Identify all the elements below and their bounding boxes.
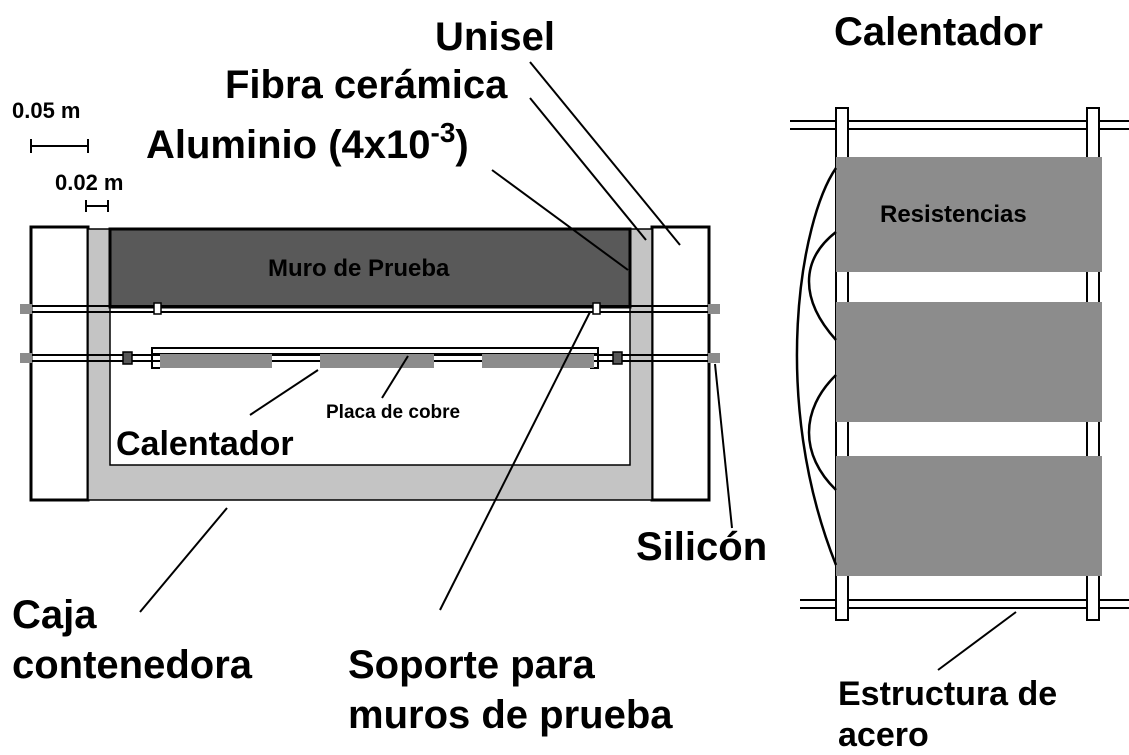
unisel-block-left bbox=[29, 225, 90, 502]
label-aluminio-prefix: Aluminio ( bbox=[146, 123, 342, 167]
label-calentador-title: Calentador bbox=[834, 10, 1043, 54]
rod-end-right-lower bbox=[708, 353, 720, 363]
rod-clip-left-upper bbox=[153, 302, 162, 315]
leader-soporte bbox=[439, 311, 591, 611]
rod-end-left-upper bbox=[20, 304, 32, 314]
leader-placa bbox=[381, 355, 409, 399]
heater-resistor-2 bbox=[320, 354, 434, 368]
rod-end-right-upper bbox=[708, 304, 720, 314]
leader-aluminio bbox=[491, 169, 629, 271]
label-aluminio-base: 4x10 bbox=[342, 123, 431, 167]
label-aluminio-exp: -3 bbox=[431, 117, 456, 148]
rod-clip-right-upper bbox=[592, 302, 601, 315]
label-muro: Muro de Prueba bbox=[268, 255, 450, 282]
label-estructura-line1: Estructura de bbox=[838, 675, 1057, 713]
label-placa: Placa de cobre bbox=[326, 402, 460, 423]
rod-end-left-lower bbox=[20, 353, 32, 363]
rod-clip-right-lower bbox=[612, 351, 623, 365]
heater-resistor-1 bbox=[160, 354, 272, 368]
leader-silicon bbox=[714, 363, 733, 529]
heater-wiring bbox=[795, 167, 838, 566]
label-calentador-left: Calentador bbox=[116, 425, 294, 463]
label-soporte-line2: muros de prueba bbox=[348, 693, 673, 737]
label-caja-line2: contenedora bbox=[12, 643, 253, 687]
label-aluminio: Aluminio (4x10-3) bbox=[146, 117, 469, 167]
unisel-block-right bbox=[650, 225, 711, 502]
leader-caja bbox=[139, 507, 228, 613]
label-silicon: Silicón bbox=[636, 525, 767, 569]
leader-calentador bbox=[249, 369, 319, 416]
scale-bars bbox=[30, 139, 109, 212]
resistor-block-2 bbox=[836, 302, 1102, 422]
label-scale-small: 0.02 m bbox=[55, 170, 124, 195]
rod-clip-left-lower bbox=[122, 351, 133, 365]
leader-estructura bbox=[937, 611, 1017, 671]
inner-cavity bbox=[109, 306, 631, 466]
label-fibra: Fibra cerámica bbox=[225, 63, 508, 107]
leader-fibra bbox=[529, 97, 647, 241]
label-caja-line1: Caja bbox=[12, 593, 97, 637]
label-unisel: Unisel bbox=[435, 15, 555, 59]
label-scale-large: 0.05 m bbox=[12, 98, 81, 123]
copper-plate bbox=[151, 347, 599, 355]
label-aluminio-suffix: ) bbox=[455, 123, 468, 167]
label-resistencias: Resistencias bbox=[880, 201, 1027, 228]
label-estructura-line2: acero bbox=[838, 716, 929, 750]
heater-resistor-3 bbox=[482, 354, 594, 368]
resistor-block-3 bbox=[836, 456, 1102, 576]
leader-lines bbox=[139, 61, 733, 613]
label-soporte-line1: Soporte para bbox=[348, 643, 595, 687]
leader-unisel bbox=[529, 61, 681, 246]
resistor-block-1 bbox=[836, 157, 1102, 272]
heater-assembly bbox=[151, 347, 599, 369]
heater-detail bbox=[790, 107, 1129, 671]
